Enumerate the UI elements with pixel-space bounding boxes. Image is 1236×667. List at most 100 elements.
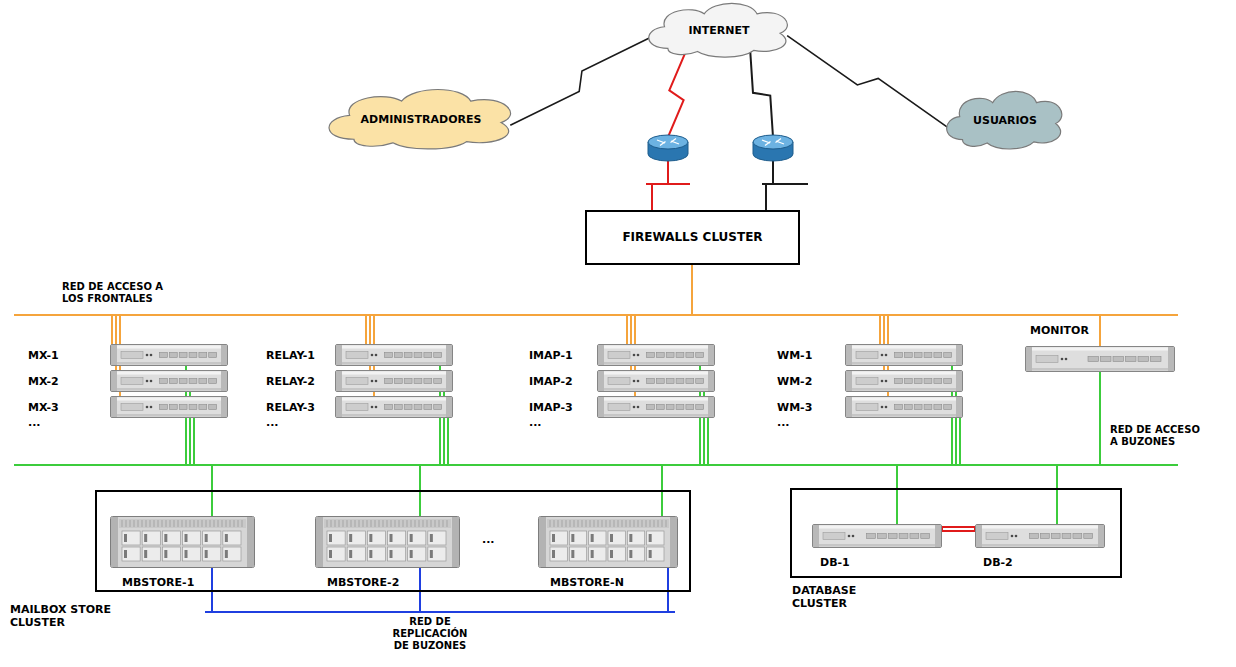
server-drive-slot xyxy=(676,353,684,358)
network-label: RED DE REPLICACIÓN DE BUZONES xyxy=(386,616,474,652)
server-drawing xyxy=(335,396,453,418)
server-drive-slot xyxy=(910,534,919,539)
server-panel xyxy=(346,352,368,359)
server-drive-handle xyxy=(410,534,413,542)
node-label: DB-2 xyxy=(983,556,1013,569)
server-vent-line xyxy=(327,520,328,527)
server-shade xyxy=(342,388,446,391)
node-label: MBSTORE-2 xyxy=(327,576,399,589)
server-vent-line xyxy=(234,520,235,527)
server-vent-line xyxy=(594,520,595,527)
server-panel xyxy=(121,352,143,359)
network-link xyxy=(942,527,975,531)
ellipsis-label: ... xyxy=(777,417,807,429)
server-drive-bay xyxy=(569,547,586,561)
server-led xyxy=(633,380,636,383)
server-vent-line xyxy=(391,520,392,527)
server-shade xyxy=(604,414,708,417)
server-drive-bay xyxy=(550,531,567,545)
server-ear xyxy=(708,345,714,365)
network-cloud: ADMINISTRADORES xyxy=(328,88,514,150)
server-vent-line xyxy=(367,520,368,527)
server-led xyxy=(852,535,855,538)
server-ear xyxy=(1098,525,1104,547)
server-drive-handle xyxy=(124,550,127,558)
label-holder: ... xyxy=(777,417,807,429)
server-drive-slot xyxy=(1030,534,1039,539)
server-chassis xyxy=(336,371,453,392)
server-vent-line xyxy=(586,520,587,527)
server-vent-line xyxy=(574,520,575,527)
server-drive-slot xyxy=(434,379,442,384)
label-holder: RED DE REPLICACIÓN DE BUZONES xyxy=(386,616,474,652)
server-vent-line xyxy=(190,520,191,527)
server-ear xyxy=(956,345,962,365)
server-vent-line xyxy=(566,520,567,527)
server-drive-bay xyxy=(388,531,406,545)
server-drive-bay xyxy=(327,547,345,561)
server-drive-handle xyxy=(205,534,208,542)
server-vent-line xyxy=(210,520,211,527)
server-drive-bay xyxy=(347,547,365,561)
server-drive-handle xyxy=(390,550,393,558)
server-chassis xyxy=(111,517,255,568)
server-ear xyxy=(221,345,227,365)
server-vent-line xyxy=(198,520,199,527)
server-drive-bay xyxy=(367,531,385,545)
server-drive-handle xyxy=(610,550,613,558)
server-led xyxy=(881,380,884,383)
server-led xyxy=(146,406,149,409)
server-panel xyxy=(121,378,143,385)
server-vent-line xyxy=(662,520,663,527)
server-vent-line xyxy=(122,520,123,527)
server-drive-slot xyxy=(169,353,177,358)
server-drawing xyxy=(597,396,715,418)
server-drawing xyxy=(975,524,1105,548)
server-drive-bay xyxy=(122,547,140,561)
server-ear xyxy=(336,371,342,391)
server-led xyxy=(371,354,374,357)
server-led xyxy=(371,406,374,409)
server-led xyxy=(1011,535,1014,538)
server-vent-line xyxy=(415,520,416,527)
server-chassis xyxy=(598,371,715,392)
cluster-box: DATABASE CLUSTERDB-1DB-2 xyxy=(790,488,1122,578)
server-drive-slot xyxy=(160,379,168,384)
server-ear xyxy=(598,345,604,365)
server-ear xyxy=(670,517,677,567)
router-top xyxy=(648,135,688,149)
server-vent-line xyxy=(154,520,155,527)
server-drive-slot xyxy=(199,353,207,358)
server-chassis xyxy=(976,525,1105,548)
server-drive-bay xyxy=(589,547,606,561)
server-drive-slot xyxy=(914,379,922,384)
server-vent-line xyxy=(375,520,376,527)
server-drive-handle xyxy=(369,534,372,542)
server-drive-handle xyxy=(205,550,208,558)
server-drive-bay xyxy=(569,531,586,545)
server-ear xyxy=(336,345,342,365)
server-ear xyxy=(452,517,459,567)
server-chassis xyxy=(539,517,678,568)
network-link xyxy=(787,36,948,128)
server-led xyxy=(375,354,378,357)
server-drawing xyxy=(845,344,963,366)
server-led xyxy=(885,380,888,383)
server-vent-line xyxy=(186,520,187,527)
server-drive-slot xyxy=(424,353,432,358)
server-drive-slot xyxy=(686,405,694,410)
server-drive-handle xyxy=(430,550,433,558)
server-vent-line xyxy=(242,520,243,527)
server-led xyxy=(146,380,149,383)
server-vent-line xyxy=(630,520,631,527)
server-drive-bay xyxy=(183,547,201,561)
server-ear xyxy=(111,517,118,567)
server-drive-slot xyxy=(877,534,886,539)
server-vent-line xyxy=(174,520,175,527)
label-holder: RED DE ACCESO A BUZONES xyxy=(1110,424,1205,448)
server-vent-line xyxy=(343,520,344,527)
server-chassis xyxy=(846,397,963,418)
server-vent-line xyxy=(379,520,380,527)
server-vent-line xyxy=(431,520,432,527)
cluster-heading: MAILBOX STORE CLUSTER xyxy=(10,603,135,629)
